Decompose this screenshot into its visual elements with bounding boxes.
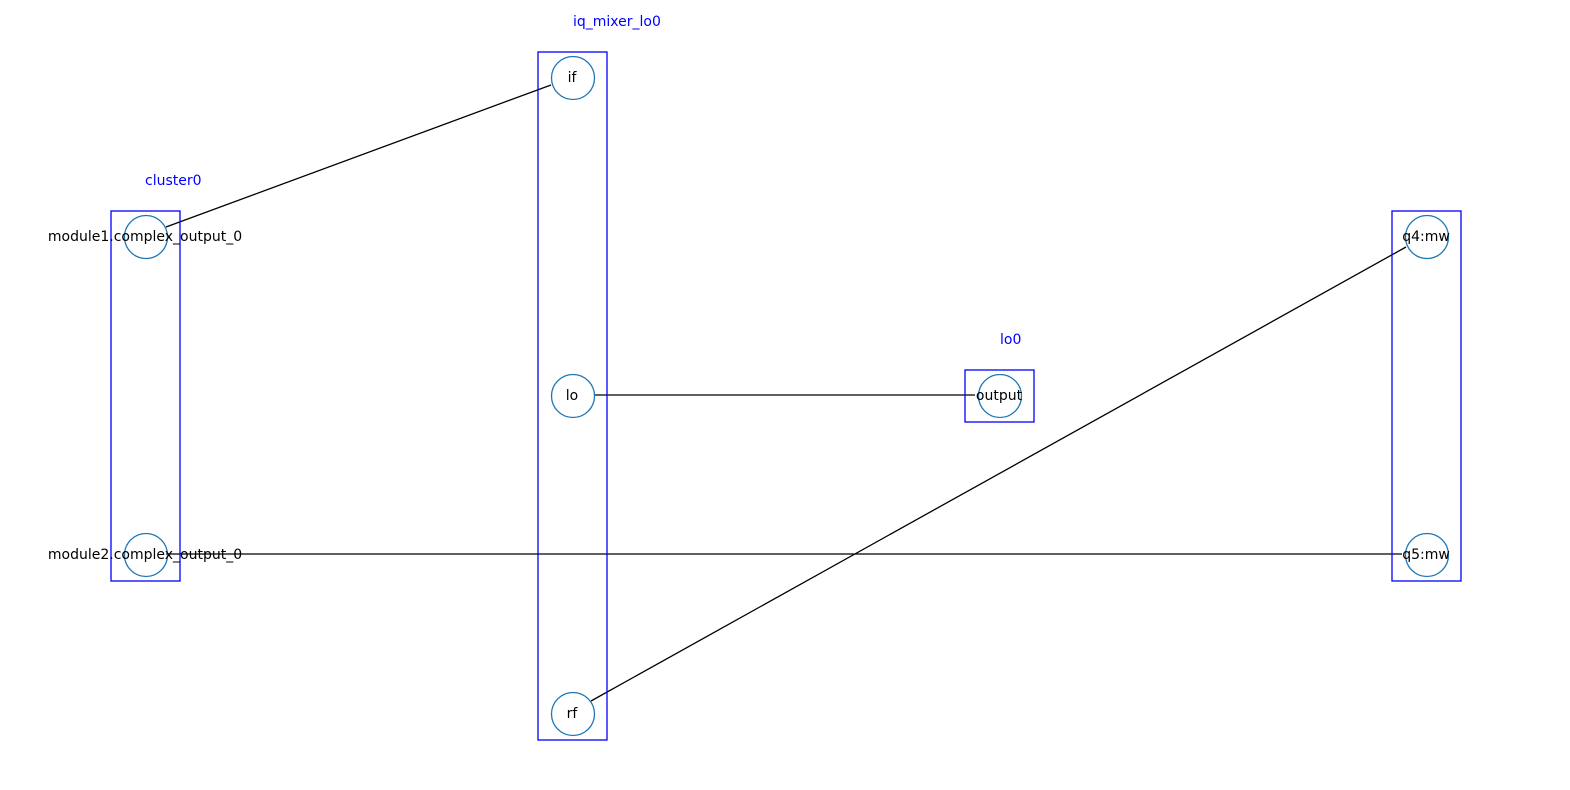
group-iq-mixer-lo0: iq_mixer_lo0 <box>537 14 661 741</box>
node-circle <box>1404 214 1450 260</box>
node-label: q4:mw <box>1402 229 1450 245</box>
node-label: rf <box>567 706 579 722</box>
edge-rf-to-q4 <box>590 246 1407 702</box>
node-rf: rf <box>550 691 596 737</box>
node-label: output <box>976 388 1023 404</box>
group-box-iq-mixer-lo0 <box>537 51 608 741</box>
group-box-lo0 <box>964 369 1035 423</box>
node-lo: lo <box>550 373 596 419</box>
group-qubits <box>1391 210 1462 582</box>
node-module2-complex-output-0: module2.complex_output_0 <box>48 532 242 578</box>
node-label: module1.complex_output_0 <box>48 229 242 245</box>
group-box-cluster0 <box>110 210 181 582</box>
edges <box>165 84 1407 702</box>
group-label-cluster0: cluster0 <box>145 173 202 189</box>
node-label: q5:mw <box>1402 547 1450 563</box>
node-circle <box>550 55 596 101</box>
node-label: module2.complex_output_0 <box>48 547 242 563</box>
node-q5-mw: q5:mw <box>1402 532 1450 578</box>
node-module1-complex-output-0: module1.complex_output_0 <box>48 214 242 260</box>
node-if: if <box>550 55 596 101</box>
group-box-qubits <box>1391 210 1462 582</box>
group-label-iq-mixer-lo0: iq_mixer_lo0 <box>573 14 661 30</box>
node-circle <box>123 214 169 260</box>
edge-module1-to-if <box>165 84 552 228</box>
node-lo0-output: output <box>976 373 1023 419</box>
group-cluster0: cluster0 <box>110 173 202 582</box>
node-circle <box>550 691 596 737</box>
node-q4-mw: q4:mw <box>1402 214 1450 260</box>
node-circle <box>977 373 1023 419</box>
node-label: if <box>568 70 578 86</box>
group-label-lo0: lo0 <box>1000 332 1021 348</box>
node-circle <box>1404 532 1450 578</box>
node-label: lo <box>566 388 578 404</box>
group-lo0: lo0 <box>964 332 1035 423</box>
node-circle <box>123 532 169 578</box>
node-circle <box>550 373 596 419</box>
